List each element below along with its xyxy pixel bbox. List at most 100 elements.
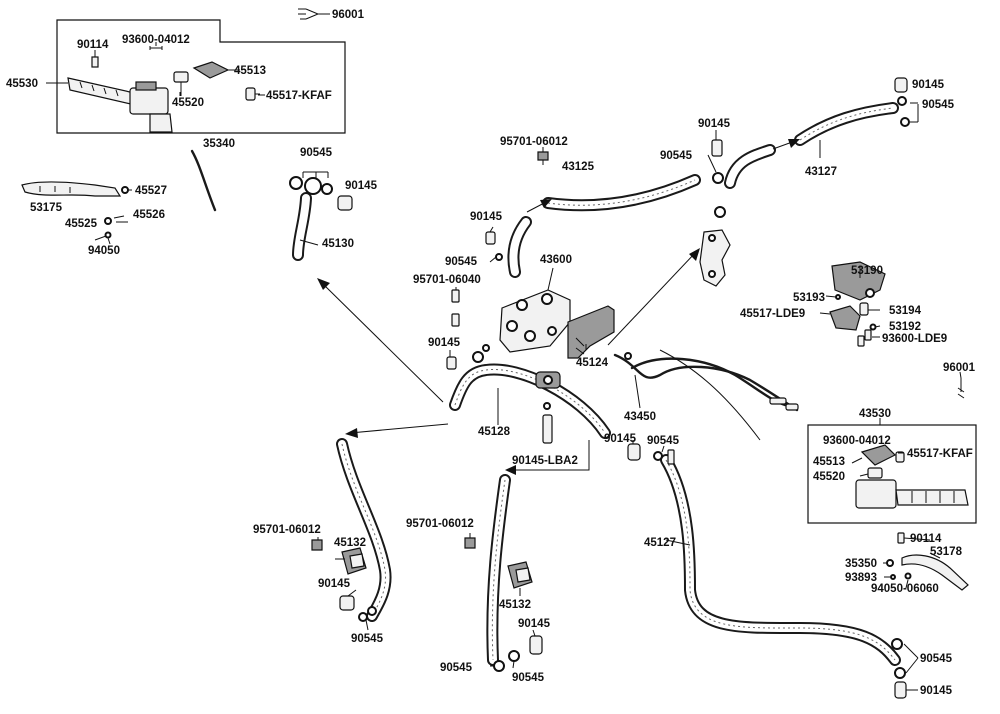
- right-master-cylinder-group: [855, 444, 969, 509]
- label-90145-lba2: 90145-LBA2: [512, 455, 578, 467]
- label-45525: 45525: [65, 218, 98, 230]
- label-35340: 35340: [203, 138, 235, 150]
- label-53175: 53175: [30, 202, 63, 214]
- screw-90114-box1: [91, 52, 99, 68]
- bracket-96001-top: [298, 8, 330, 20]
- label-93893: 93893: [845, 572, 877, 584]
- label-45517-lde9: 45517-LDE9: [740, 308, 805, 320]
- label-43125: 43125: [562, 161, 595, 173]
- label-93600-lde9: 93600-LDE9: [882, 333, 947, 345]
- screw-96001-right: [957, 378, 965, 399]
- label-90545-d: 90545: [922, 99, 955, 111]
- right-lever-53178: [886, 532, 969, 591]
- label-45513-box1: 45513: [234, 65, 266, 77]
- label-93600-04012-box1: 93600-04012: [122, 34, 190, 46]
- hose-45130: [292, 192, 312, 261]
- label-90545-b: 90545: [660, 150, 693, 162]
- label-90545-i: 90545: [512, 672, 545, 684]
- label-90114-r: 90114: [910, 533, 942, 545]
- label-45530: 45530: [6, 78, 38, 90]
- bracket-45124: [567, 305, 615, 359]
- label-90545-f: 90545: [647, 435, 680, 447]
- arrow-to-45130: [317, 278, 444, 403]
- cable-43450: [613, 353, 799, 412]
- label-45513-box2: 45513: [813, 456, 845, 468]
- fitting-45127-end: [891, 638, 907, 699]
- label-45124: 45124: [576, 357, 609, 369]
- clamp-45132-a: [341, 547, 367, 575]
- screw-45517-kfaf-box1: [245, 87, 260, 101]
- label-93600-04012-box2: 93600-04012: [823, 435, 891, 447]
- label-43127: 43127: [805, 166, 837, 178]
- cable-ends-43450: [624, 352, 799, 411]
- caliper-53190: [829, 261, 886, 347]
- label-90145-b: 90145: [698, 118, 731, 130]
- clamp-45132-b: [507, 561, 533, 589]
- label-45517-kfaf-box1: 45517-KFAF: [266, 90, 332, 102]
- label-45526: 45526: [133, 209, 165, 221]
- hose-short-center: [507, 216, 532, 278]
- label-95701-06040: 95701-06040: [413, 274, 481, 286]
- fitting-95701-06012-c: [464, 537, 476, 549]
- hose-45128: [449, 363, 611, 439]
- fitting-95701-06012-b: [311, 539, 323, 551]
- label-90545-a: 90545: [300, 147, 333, 159]
- label-35350: 35350: [845, 558, 877, 570]
- hose-43125: [542, 174, 701, 212]
- banjo-center-top: [711, 139, 726, 218]
- label-43530: 43530: [859, 408, 891, 420]
- fitting-90145-g: [339, 595, 377, 622]
- label-90545-h: 90545: [440, 662, 473, 674]
- label-94050-06060: 94050-06060: [871, 583, 939, 595]
- hose-43127: [794, 102, 899, 146]
- arrow-to-43125: [526, 199, 552, 213]
- label-94050: 94050: [88, 245, 120, 257]
- fitting-45127-start: [627, 443, 675, 465]
- label-53178: 53178: [930, 546, 963, 558]
- reservoir-cap-45513-box1: [192, 61, 240, 79]
- arrow-to-45132-left: [345, 423, 449, 438]
- arrow-to-43127: [772, 139, 800, 150]
- pin-93600-04012-box1: [149, 46, 163, 50]
- left-brake-lever-assembly: [67, 77, 173, 133]
- fitting-45130-rings: [289, 171, 353, 211]
- cable-43450-rod: [659, 349, 761, 441]
- label-90145-c: 90145: [470, 211, 503, 223]
- label-43600: 43600: [540, 254, 572, 266]
- label-45517-kfaf-box2: 45517-KFAF: [907, 448, 973, 460]
- small-parts-45525-45527: [104, 186, 132, 239]
- label-45132-b: 45132: [499, 599, 531, 611]
- label-90145-f: 90145: [604, 433, 637, 445]
- label-90545-g: 90545: [351, 633, 384, 645]
- hose-45127: [660, 454, 901, 666]
- fitting-95701-06040: [451, 289, 460, 327]
- label-45128: 45128: [478, 426, 511, 438]
- label-90145-e: 90145: [428, 337, 461, 349]
- hose-43125-branch: [724, 144, 776, 189]
- label-45520-box2: 45520: [813, 471, 845, 483]
- hose-45132-center: [486, 474, 511, 666]
- label-95701-06012-c: 95701-06012: [406, 518, 474, 530]
- label-95701-06012-b: 95701-06012: [253, 524, 321, 536]
- lever-53175: [21, 181, 122, 197]
- label-96001-top: 96001: [332, 9, 365, 21]
- label-96001-right: 96001: [943, 362, 976, 374]
- right-master-cylinder-group-box: [807, 424, 977, 524]
- label-95701-06012-a: 95701-06012: [500, 136, 568, 148]
- label-90545-j: 90545: [920, 653, 953, 665]
- label-90145-g: 90145: [318, 578, 351, 590]
- fitting-43127-end: [894, 77, 918, 127]
- label-53192: 53192: [889, 321, 921, 333]
- label-45527: 45527: [135, 185, 167, 197]
- label-90145-j: 90145: [920, 685, 953, 697]
- label-90145-d: 90145: [912, 79, 945, 91]
- label-53194: 53194: [889, 305, 922, 317]
- label-45130: 45130: [322, 238, 354, 250]
- label-45132-a: 45132: [334, 537, 366, 549]
- fitting-90145-e: [446, 344, 490, 370]
- label-90114-box1: 90114: [77, 39, 109, 51]
- label-90145-a: 90145: [345, 180, 378, 192]
- fitting-90145-h: [493, 635, 543, 672]
- label-53190: 53190: [851, 265, 883, 277]
